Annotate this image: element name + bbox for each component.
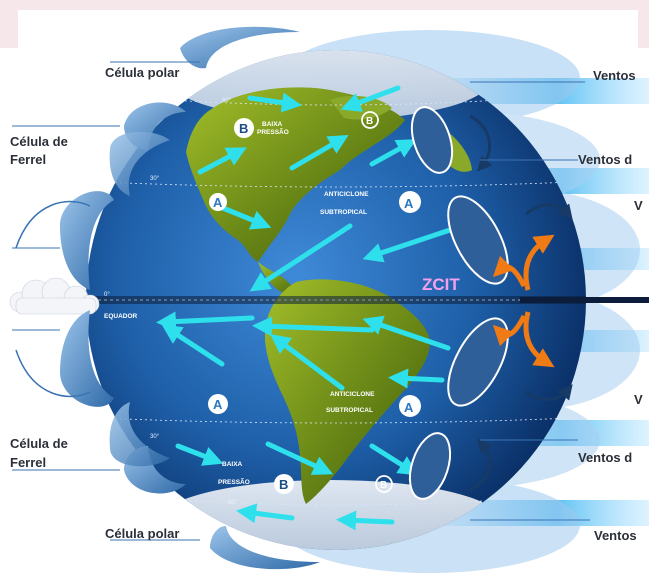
wind-arrow-icon <box>340 85 401 112</box>
wind-arrow-icon <box>175 443 224 466</box>
label-low-pressure-north-1: BAIXA <box>262 121 283 128</box>
convection-arrow-icon <box>492 314 527 347</box>
label-anticyclone-north-1: ANTICICLONE <box>324 191 369 198</box>
marker-b-north-2: B <box>366 116 373 127</box>
circulation-cell-icon <box>447 195 509 285</box>
label-anticyclone-south-2: SUBTROPICAL <box>326 407 373 414</box>
wind-arrow-icon <box>236 503 295 524</box>
circulation-cells-left <box>15 26 320 570</box>
label-zcit: ZCIT <box>422 275 460 294</box>
lat-30s: 30° <box>150 434 160 440</box>
label-low-pressure-south-1: BAIXA <box>222 461 243 468</box>
wind-arrow-icon <box>215 203 272 230</box>
pressure-markers: B B A A A A B B <box>208 111 421 494</box>
wind-arrow-icon <box>270 334 345 391</box>
marker-a-south-right: A <box>404 400 414 415</box>
label-low-pressure-north-2: PRESSÃO <box>257 127 289 136</box>
wind-arrow-icon <box>252 316 375 337</box>
wind-arrow-icon <box>369 443 419 476</box>
circulation-cell-icon <box>60 310 114 407</box>
label-ferrel-cell-top-2: Ferrel <box>10 152 46 167</box>
wind-arrow-icon <box>362 227 453 263</box>
wind-arrow-icon <box>369 139 417 167</box>
circulation-cell-icon <box>408 432 452 500</box>
wind-arrow-icon <box>388 368 445 389</box>
circulation-cell-icon <box>180 26 300 69</box>
label-cut-v-top: V <box>634 198 643 213</box>
wind-arrow-icon <box>336 510 395 531</box>
circulation-cell-icon <box>109 402 170 467</box>
circulation-cell-icon <box>410 106 454 174</box>
wind-arrows <box>156 85 453 531</box>
label-polar-cell-top: Célula polar <box>105 65 179 80</box>
wind-arrow-icon <box>197 147 247 175</box>
lat-60s: 60° <box>228 500 238 506</box>
label-winds-mid-top: Ventos d <box>578 152 632 167</box>
wind-arrow-icon <box>265 441 334 475</box>
marker-b-south: B <box>279 477 288 492</box>
label-low-pressure-south-2: PRESSÃO <box>218 477 250 486</box>
lat-30n: 30° <box>150 176 160 182</box>
wind-arrow-icon <box>156 311 255 332</box>
wind-arrow-icon <box>247 92 302 113</box>
label-ferrel-cell-bottom-1: Célula de <box>10 436 68 451</box>
leader-lines <box>12 61 590 541</box>
label-polar-cell-bottom: Célula polar <box>105 526 179 541</box>
label-ferrel-cell-bottom-2: Ferrel <box>10 455 46 470</box>
circulation-cell-icon <box>210 526 320 570</box>
circulation-cells-front-right <box>408 106 649 500</box>
marker-a-north-left: A <box>213 195 223 210</box>
marker-b-north: B <box>239 121 248 136</box>
label-cut-v-bottom: V <box>634 392 643 407</box>
convection-arrow-icon <box>492 255 527 288</box>
convection-arrow-icon <box>523 311 555 368</box>
marker-b-south-2: B <box>380 480 387 491</box>
wind-arrow-icon <box>362 315 451 351</box>
circulation-cell-icon <box>447 317 509 407</box>
lat-60n: 60° <box>222 98 232 104</box>
label-ferrel-cell-top-1: Célula de <box>10 134 68 149</box>
label-anticyclone-north-2: SUBTROPICAL <box>320 209 367 216</box>
wind-arrow-icon <box>289 134 349 171</box>
circulation-cell-icon <box>60 191 114 290</box>
label-equator: EQUADOR <box>104 313 138 320</box>
convection-arrow-icon <box>523 234 555 291</box>
south-america <box>264 279 430 504</box>
wind-arrow-icon <box>161 324 225 367</box>
circulation-cell-icon <box>109 131 170 196</box>
wind-arrow-icon <box>249 223 353 292</box>
label-winds-mid-bottom: Ventos d <box>578 450 632 465</box>
lat-0: 0° <box>104 292 110 298</box>
label-anticyclone-south-1: ANTICICLONE <box>330 391 375 398</box>
label-winds-bottom: Ventos <box>594 528 637 543</box>
marker-a-south-left: A <box>213 397 223 412</box>
marker-a-north-right: A <box>404 196 414 211</box>
cloud-icon <box>9 277 100 315</box>
label-winds-top: Ventos <box>593 68 636 83</box>
